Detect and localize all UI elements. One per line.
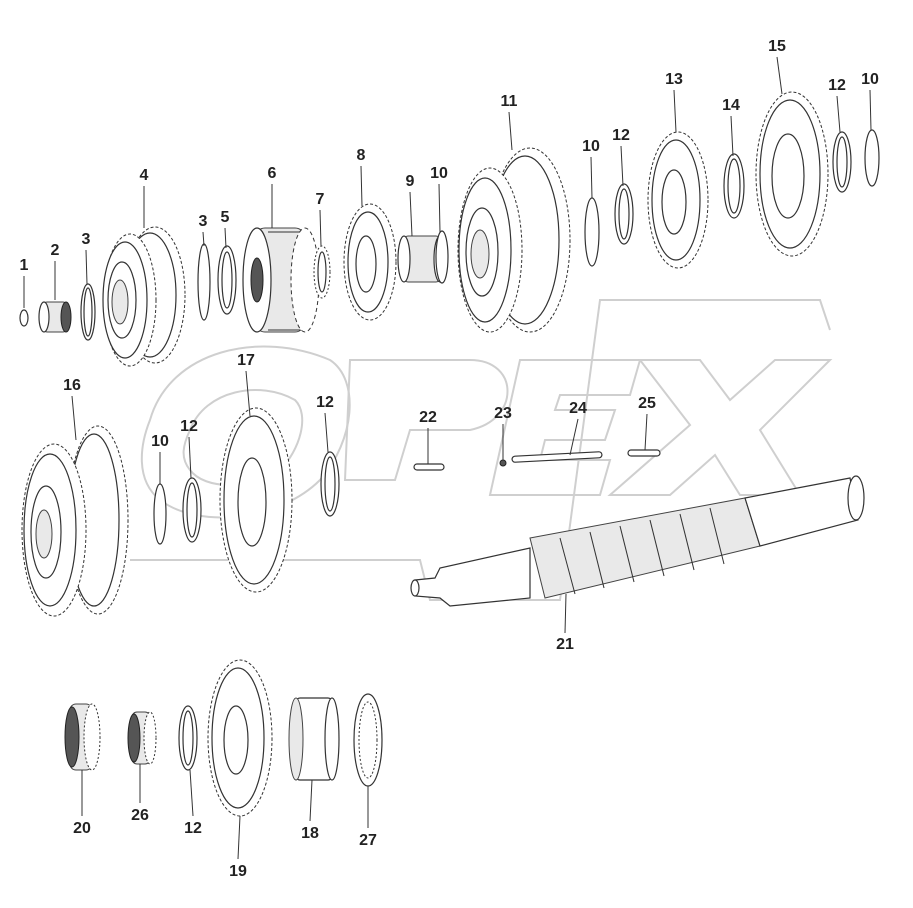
part-label-p12c: 12 [180, 418, 198, 435]
part-label-p12d: 12 [316, 394, 334, 411]
part-label-p12a: 12 [612, 127, 630, 144]
part-label-p12e: 12 [184, 820, 202, 837]
part-label-p18: 18 [301, 825, 319, 842]
part-label-p5: 5 [221, 209, 230, 226]
part-label-p10b: 10 [582, 138, 600, 155]
part-4-gear [102, 226, 186, 367]
part-label-p10d: 10 [151, 433, 169, 450]
part-label-p7: 7 [316, 191, 325, 208]
part-10d-ring [153, 483, 167, 545]
part-label-p2: 2 [51, 242, 60, 259]
part-22-pin [413, 463, 445, 471]
part-label-p17: 17 [237, 352, 255, 369]
part-label-p4: 4 [140, 167, 149, 184]
part-label-p19: 19 [229, 863, 247, 880]
part-23-ball [499, 459, 507, 467]
part-15-gear [755, 91, 829, 257]
part-label-p11: 11 [501, 93, 518, 110]
part-25-pin [627, 449, 661, 457]
leader-lines [23, 56, 872, 860]
part-label-p12b: 12 [828, 77, 846, 94]
part-11-gear [457, 147, 571, 333]
part-label-p10a: 10 [430, 165, 448, 182]
part-17-gear [219, 407, 293, 593]
part-label-p6: 6 [268, 165, 277, 182]
part-24-rod [511, 451, 603, 463]
part-16-gear [21, 425, 129, 617]
part-2-bearing [38, 301, 72, 333]
part-6-hub [242, 227, 320, 333]
part-13-gear [647, 131, 709, 269]
part-label-p9: 9 [406, 173, 415, 190]
part-1-ring [19, 309, 29, 327]
part-19-gear [207, 659, 273, 817]
part-label-p26: 26 [131, 807, 149, 824]
part-21-shaft [410, 475, 865, 607]
part-label-p8: 8 [357, 147, 366, 164]
part-10b-ring [584, 197, 600, 267]
part-20-bearing [64, 703, 101, 771]
part-label-p22: 22 [419, 409, 437, 426]
part-label-p16: 16 [63, 377, 81, 394]
part-label-p14: 14 [722, 97, 740, 114]
part-label-p20: 20 [73, 820, 91, 837]
part-label-p21: 21 [556, 636, 574, 653]
part-label-p1: 1 [20, 257, 29, 274]
part-10a-ring [435, 230, 449, 284]
part-label-p3a: 3 [82, 231, 91, 248]
part-26-bearing [127, 711, 157, 765]
part-10c-ring [864, 129, 880, 187]
part-3b-ring [197, 243, 211, 321]
part-label-p13: 13 [665, 71, 683, 88]
part-8-gear [343, 203, 397, 321]
part-18-sleeve [288, 697, 340, 781]
part-label-p10c: 10 [861, 71, 879, 88]
part-label-p3b: 3 [199, 213, 208, 230]
part-label-p25: 25 [638, 395, 656, 412]
part-label-p27: 27 [359, 832, 377, 849]
part-label-p24: 24 [569, 400, 587, 417]
part-label-p23: 23 [494, 405, 512, 422]
part-label-p15: 15 [768, 38, 786, 55]
